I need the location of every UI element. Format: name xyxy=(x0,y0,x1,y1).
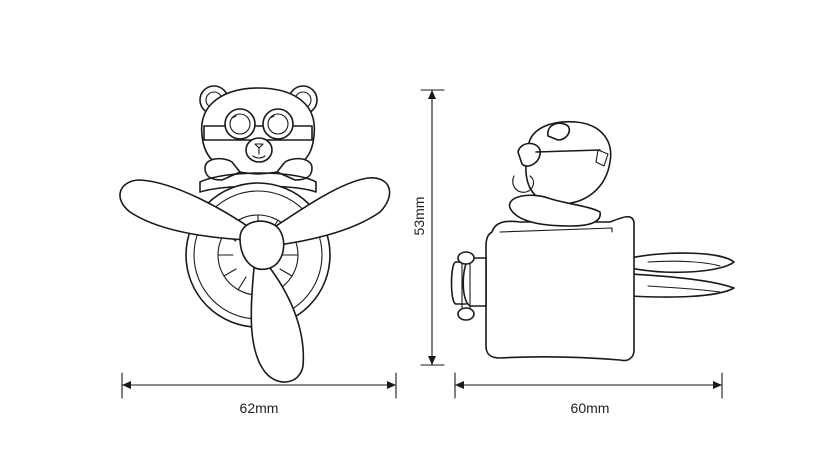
right-goggle xyxy=(262,108,294,140)
propeller-blade-left xyxy=(119,179,257,241)
dimension-front-width: 62mm xyxy=(121,372,397,416)
vent-clip-bottom xyxy=(629,273,735,298)
height-label: 53mm xyxy=(411,197,427,236)
dimension-height: 53mm xyxy=(411,89,445,366)
vent-clip-top xyxy=(629,252,735,274)
left-goggle xyxy=(224,108,256,140)
side-view-airplane xyxy=(450,120,735,362)
airplane-body xyxy=(485,215,635,362)
front-view-bear-propeller xyxy=(119,85,391,383)
goggle-side xyxy=(517,142,541,167)
paw-side xyxy=(508,194,601,227)
propeller-blade-bottom xyxy=(250,267,305,383)
side-width-label: 60mm xyxy=(571,400,610,416)
dimension-side-width: 60mm xyxy=(454,372,723,416)
propeller-hub xyxy=(239,220,285,271)
nose-cone xyxy=(462,257,487,307)
propeller-blade-right xyxy=(263,177,391,247)
front-width-label: 62mm xyxy=(240,400,279,416)
